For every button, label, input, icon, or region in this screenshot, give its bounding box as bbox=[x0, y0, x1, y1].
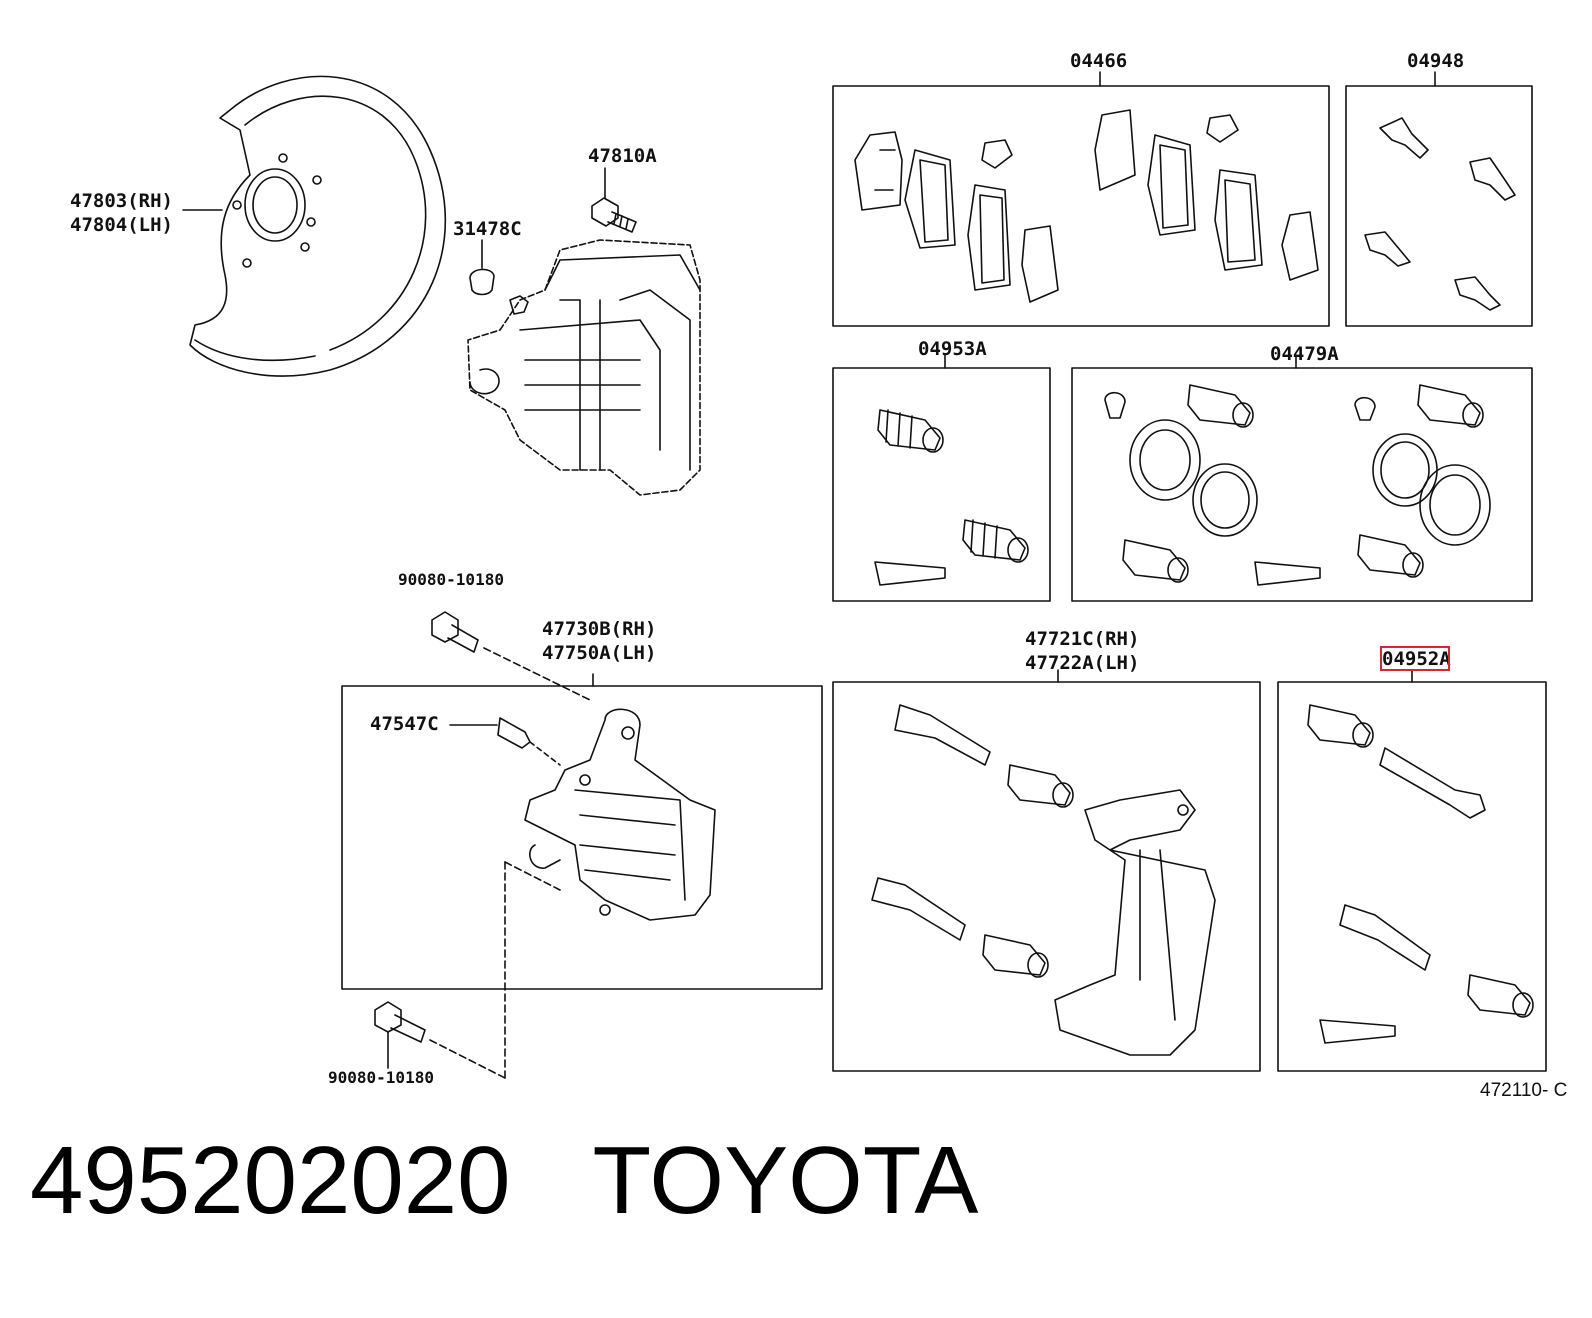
boots-04953a-drawing bbox=[874, 409, 1029, 586]
label-04466: 04466 bbox=[1070, 50, 1128, 72]
box-04948 bbox=[1345, 85, 1533, 327]
label-04953a: 04953A bbox=[918, 338, 987, 360]
box-04466 bbox=[832, 85, 1330, 327]
seals-04479a-drawing bbox=[1104, 384, 1491, 586]
caliper-47730b-drawing bbox=[449, 708, 716, 1079]
label-04952a-suffix: A bbox=[1439, 648, 1451, 670]
label-04948: 04948 bbox=[1407, 50, 1465, 72]
bolt-47810a-drawing bbox=[591, 167, 637, 233]
box-04479a bbox=[1071, 367, 1533, 602]
parts-diagram bbox=[182, 71, 1547, 1079]
label-04479a: 04479A bbox=[1270, 343, 1339, 365]
label-04952a-highlighted: 04952 bbox=[1382, 648, 1440, 670]
label-90080-bottom: 90080-10180 bbox=[328, 1068, 434, 1087]
label-47547c: 47547C bbox=[370, 713, 439, 735]
bolt-90080-bottom-drawing bbox=[374, 1001, 506, 1079]
label-47810a: 47810A bbox=[588, 145, 657, 167]
label-47750a: 47750A(LH) bbox=[542, 642, 657, 664]
brand-name: TOYOTA bbox=[592, 1127, 979, 1234]
box-04953a bbox=[832, 367, 1051, 602]
label-31478c: 31478C bbox=[453, 218, 522, 240]
pins-04952a-drawing bbox=[1307, 704, 1534, 1044]
label-47721c: 47721C(RH) bbox=[1025, 628, 1140, 650]
diagram-reference: 472110- C bbox=[1480, 1080, 1568, 1101]
dust-shield-drawing bbox=[189, 75, 447, 377]
label-47722a: 47722A(LH) bbox=[1025, 652, 1140, 674]
label-04952a: 04952A bbox=[1382, 648, 1451, 671]
clips-04948-drawing bbox=[1364, 117, 1516, 311]
part-number: 495202020 bbox=[30, 1127, 511, 1234]
box-47721c bbox=[832, 681, 1261, 1072]
plug-31478c-drawing bbox=[469, 239, 495, 296]
caliper-top-drawing bbox=[467, 239, 701, 496]
label-90080-top: 90080-10180 bbox=[398, 570, 504, 589]
box-47730b bbox=[341, 685, 823, 990]
bracket-47721c-drawing bbox=[871, 704, 1216, 1056]
search-highlight-box bbox=[1380, 646, 1450, 671]
bolt-90080-top-drawing bbox=[431, 611, 591, 701]
label-47803: 47803(RH) bbox=[70, 190, 173, 212]
label-47730b: 47730B(RH) bbox=[542, 618, 657, 640]
pads-04466-drawing bbox=[854, 109, 1319, 303]
caption: 495202020 TOYOTA bbox=[30, 1128, 978, 1234]
label-47804: 47804(LH) bbox=[70, 214, 173, 236]
